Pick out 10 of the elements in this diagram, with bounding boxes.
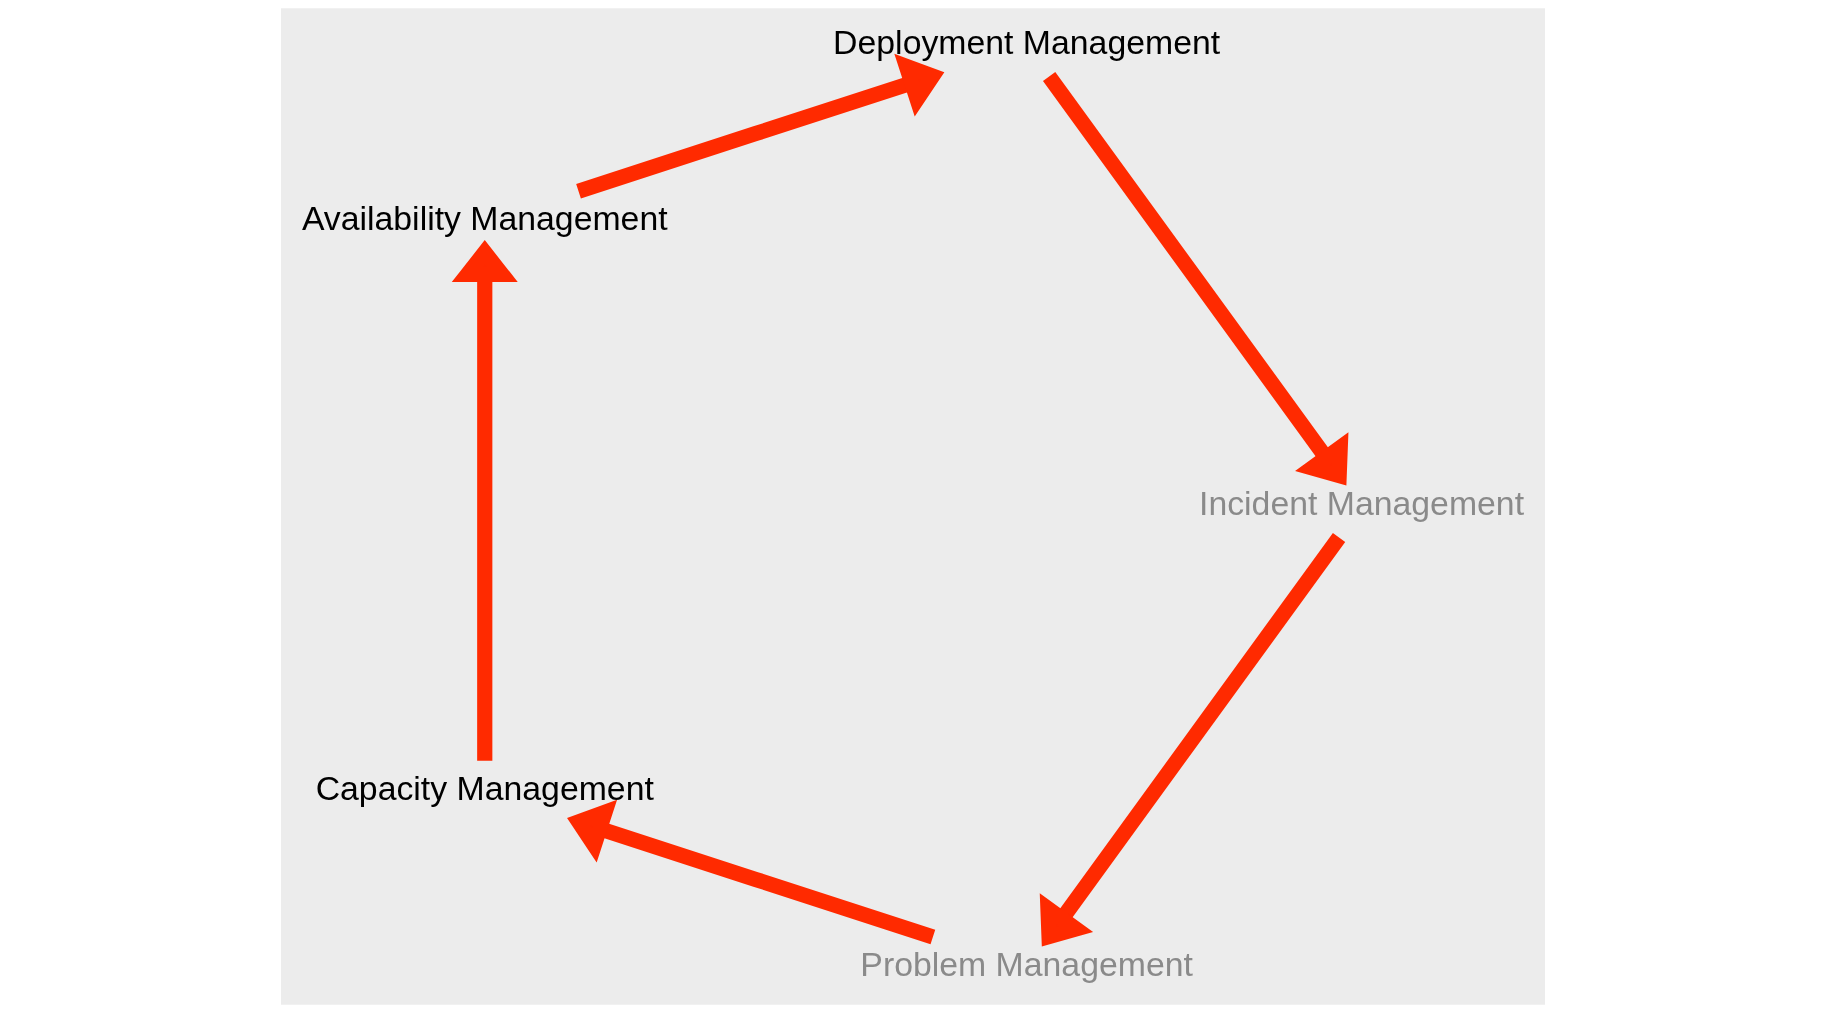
arrow <box>451 240 518 761</box>
node-text: Incident Management <box>1198 483 1524 522</box>
node-text: Availability Management <box>301 199 668 238</box>
node-text: Problem Management <box>859 944 1193 983</box>
node-text: Capacity Management <box>315 768 654 807</box>
node-text: Deployment Management <box>832 23 1220 61</box>
arrow <box>575 53 944 199</box>
arrow <box>1039 533 1345 947</box>
arrow <box>566 799 935 945</box>
arrow <box>1042 72 1348 486</box>
